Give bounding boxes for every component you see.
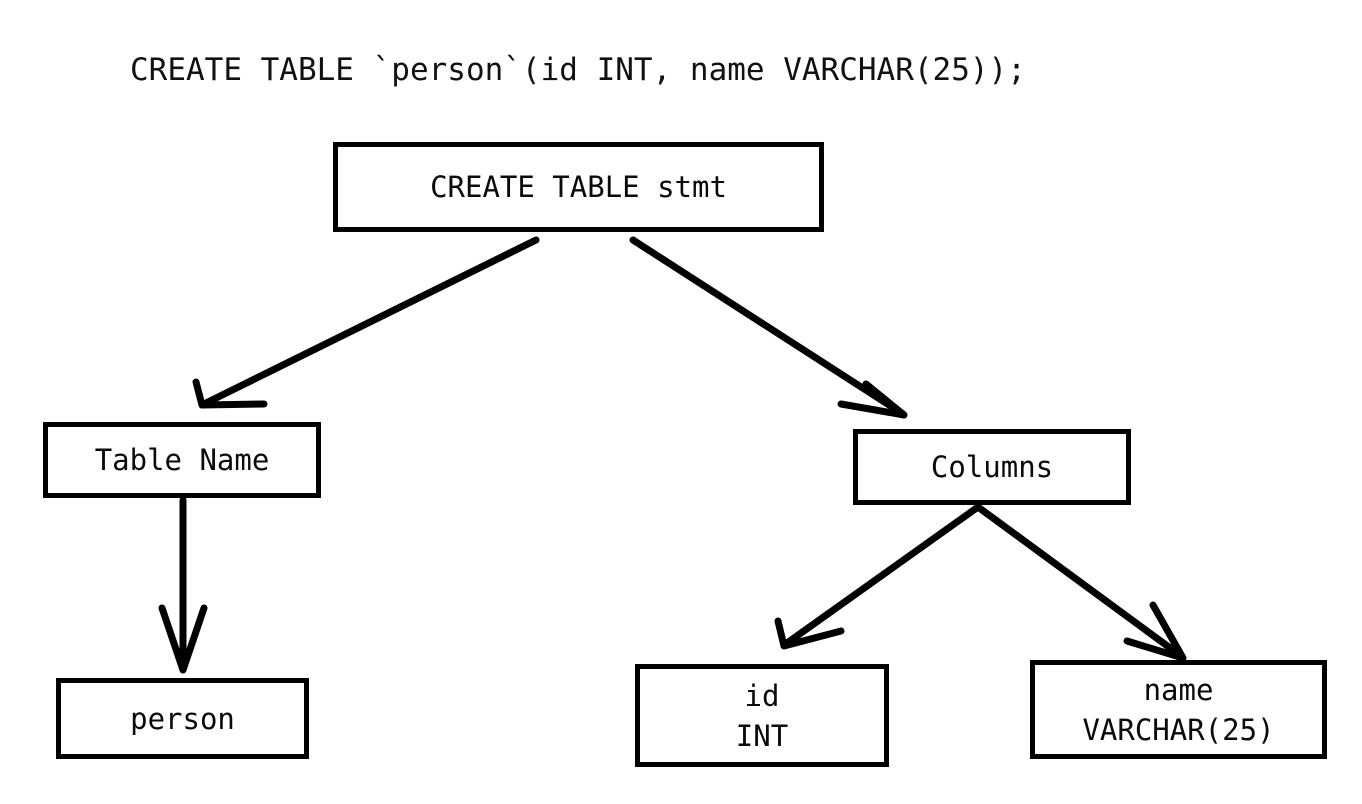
- node-label: name: [1143, 672, 1214, 707]
- node-label: id: [744, 678, 780, 713]
- edge-root-to-columns: [629, 236, 908, 419]
- node-columns[interactable]: Columns: [853, 429, 1131, 505]
- node-label: person: [130, 701, 235, 736]
- node-label: Table Name: [94, 443, 270, 477]
- edge-columns-to-col-id: [774, 503, 982, 650]
- node-label-type: VARCHAR(25): [1082, 712, 1275, 747]
- node-label-type: INT: [735, 718, 789, 753]
- sql-statement-caption: CREATE TABLE `person`(id INT, name VARCH…: [130, 52, 1026, 88]
- node-create-table-stmt[interactable]: CREATE TABLE stmt: [333, 142, 824, 232]
- edge-root-to-table-name: [192, 236, 540, 409]
- node-column-name[interactable]: name VARCHAR(25): [1030, 660, 1327, 759]
- node-column-id[interactable]: id INT: [635, 664, 889, 767]
- node-table-name[interactable]: Table Name: [43, 422, 321, 498]
- edge-columns-to-col-name: [974, 503, 1187, 662]
- node-person[interactable]: person: [56, 678, 309, 759]
- node-label: CREATE TABLE stmt: [430, 170, 727, 204]
- edge-table-name-to-person: [158, 496, 208, 674]
- node-label: Columns: [930, 450, 1054, 484]
